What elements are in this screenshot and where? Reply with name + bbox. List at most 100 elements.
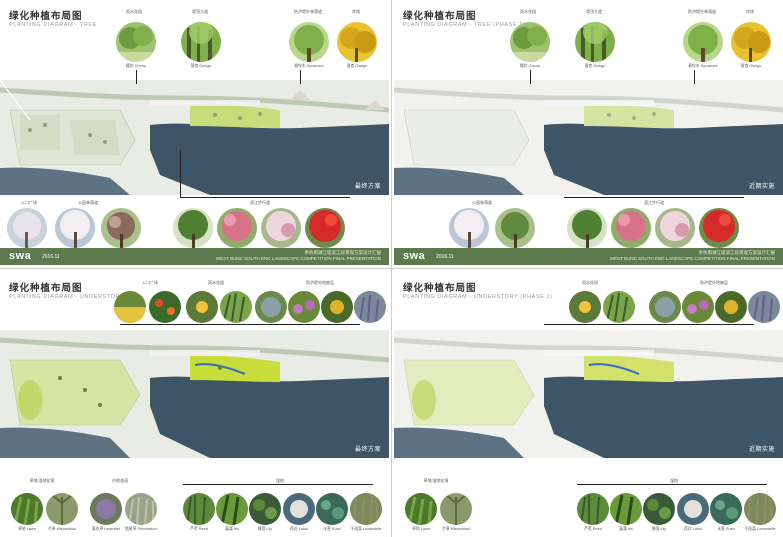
plant-caption: 银杏 Ginkgo — [584, 64, 606, 68]
plant-swatch — [731, 22, 771, 62]
plant-caption: 狼尾草 Pennisetum — [125, 527, 158, 531]
plant-swatch — [183, 493, 215, 525]
footer-date: 2016.11 — [436, 254, 454, 260]
plant-swatch — [744, 493, 776, 525]
plant-swatch — [114, 291, 146, 323]
plant-swatch — [575, 22, 615, 62]
footer-bar: swa 2016.11 余杭南湖江堤滨江段景观方案设计汇报 WEST BUND … — [0, 248, 389, 265]
panel-tree-final: 绿化种植布局图 PLANTING DIAGRAM - TREE 雨水花园 樱花 … — [0, 0, 389, 265]
group-label: 堤顶大道 — [192, 9, 208, 14]
group-label: 入口广场 — [21, 200, 37, 205]
plant-swatch — [611, 208, 651, 248]
plant-swatch — [181, 22, 221, 62]
plant-swatch — [682, 291, 714, 323]
plant-swatch — [715, 291, 747, 323]
plant-caption: 悬铃木 Sycamore — [294, 64, 324, 68]
plant-swatch — [567, 208, 607, 248]
group-label: 公园林荫道 — [472, 200, 492, 205]
plant-swatch — [125, 493, 157, 525]
group-label: 滨江步行道 — [644, 200, 664, 205]
group-label: 岸线 — [352, 9, 360, 14]
plant-swatch — [321, 291, 353, 323]
plant-swatch — [288, 291, 320, 323]
leader-line — [544, 324, 754, 325]
plant-swatch — [283, 493, 315, 525]
site-plan-map: 最终方案 — [0, 80, 389, 195]
footer-date: 2016.11 — [42, 254, 60, 260]
plant-swatch — [249, 493, 281, 525]
map-phase-label: 最终方案 — [354, 447, 381, 453]
plant-swatch — [90, 493, 122, 525]
plant-caption: 草地 Lawn — [412, 527, 430, 531]
plant-caption: 千屈菜 Loosestrife — [744, 527, 776, 531]
swa-logo: swa — [403, 250, 426, 262]
footer-line-cn: 余杭南湖江堤滨江段景观方案设计汇报 — [698, 250, 776, 255]
site-plan-map: 近期实施 — [394, 80, 783, 195]
plant-caption: 荷花 Lotus — [684, 527, 702, 531]
plant-swatch — [55, 208, 95, 248]
group-label: 岸线 — [746, 9, 754, 14]
group-label: 堤顶大道 — [586, 9, 602, 14]
plant-caption: 水葱 Rush — [323, 527, 341, 531]
map-phase-label: 近期实施 — [748, 447, 775, 453]
plant-swatch — [354, 291, 386, 323]
plant-swatch — [149, 291, 181, 323]
group-label: 防洪堤外地被层 — [306, 280, 334, 285]
panel-subtitle: PLANTING DIAGRAM - TREE (PHASE 1) — [403, 22, 526, 28]
plant-swatch — [495, 208, 535, 248]
map-phase-label: 最终方案 — [354, 184, 381, 190]
group-label: 雨水花园 — [520, 9, 536, 14]
plant-swatch — [261, 208, 301, 248]
leader-line — [180, 197, 350, 198]
plant-caption: 水葱 Rush — [717, 527, 735, 531]
group-label: 湿地 — [670, 478, 678, 483]
plant-swatch — [699, 208, 739, 248]
plant-swatch — [610, 493, 642, 525]
plant-swatch — [116, 22, 156, 62]
plant-swatch — [220, 291, 252, 323]
plant-swatch — [305, 208, 345, 248]
plant-caption: 千屈菜 Loosestrife — [350, 527, 382, 531]
plant-swatch — [216, 493, 248, 525]
group-label: 防洪堤外林荫道 — [294, 9, 322, 14]
plant-swatch — [11, 493, 43, 525]
plant-swatch — [440, 493, 472, 525]
group-label: 草地/湿地花境 — [423, 478, 449, 483]
plant-caption: 樱花 Cherry — [125, 64, 147, 68]
plant-caption: 悬铃木 Sycamore — [688, 64, 718, 68]
plant-swatch — [643, 493, 675, 525]
map-phase-label: 近期实施 — [748, 184, 775, 190]
group-label: 防洪堤外林荫道 — [688, 9, 716, 14]
panel-title: 绿化种植布局图 — [403, 11, 477, 22]
swa-logo: swa — [9, 250, 32, 262]
panel-tree-phase1: 绿化种植布局图 PLANTING DIAGRAM - TREE (PHASE 1… — [394, 0, 783, 265]
group-label: 台地花园 — [112, 478, 128, 483]
plant-swatch — [603, 291, 635, 323]
leader-line — [180, 150, 181, 197]
panel-understory-final: 绿化种植布局图 PLANTING DIAGRAM - UNDERSTORY 入口… — [0, 272, 389, 537]
group-label: 草地/湿地花境 — [29, 478, 55, 483]
plant-swatch — [748, 291, 780, 323]
panel-title: 绿化种植布局图 — [9, 11, 83, 22]
plant-swatch — [405, 493, 437, 525]
plant-caption: 银杏 Ginkgo — [190, 64, 212, 68]
group-label: 入口广场 — [142, 280, 158, 285]
plant-caption: 芒草 Miscanthus — [442, 527, 470, 531]
leader-line — [183, 484, 373, 485]
leader-line — [694, 70, 695, 84]
footer-project-title: 余杭南湖江堤滨江段景观方案设计汇报 WEST BUND SOUTH END LA… — [610, 250, 775, 262]
site-plan-map: 近期实施 — [394, 330, 783, 458]
panel-title: 绿化种植布局图 — [403, 283, 477, 294]
plant-swatch — [289, 22, 329, 62]
group-label: 雨水花园 — [582, 280, 598, 285]
group-label: 雨水花园 — [126, 9, 142, 14]
plant-swatch — [255, 291, 287, 323]
plant-swatch — [569, 291, 601, 323]
plant-caption: 芦苇 Reed — [584, 527, 602, 531]
plant-swatch — [577, 493, 609, 525]
plant-swatch — [677, 493, 709, 525]
plant-caption: 银杏 Ginkgo — [740, 64, 762, 68]
plant-swatch — [449, 208, 489, 248]
plant-swatch — [7, 208, 47, 248]
plant-caption: 草地 Lawn — [18, 527, 36, 531]
